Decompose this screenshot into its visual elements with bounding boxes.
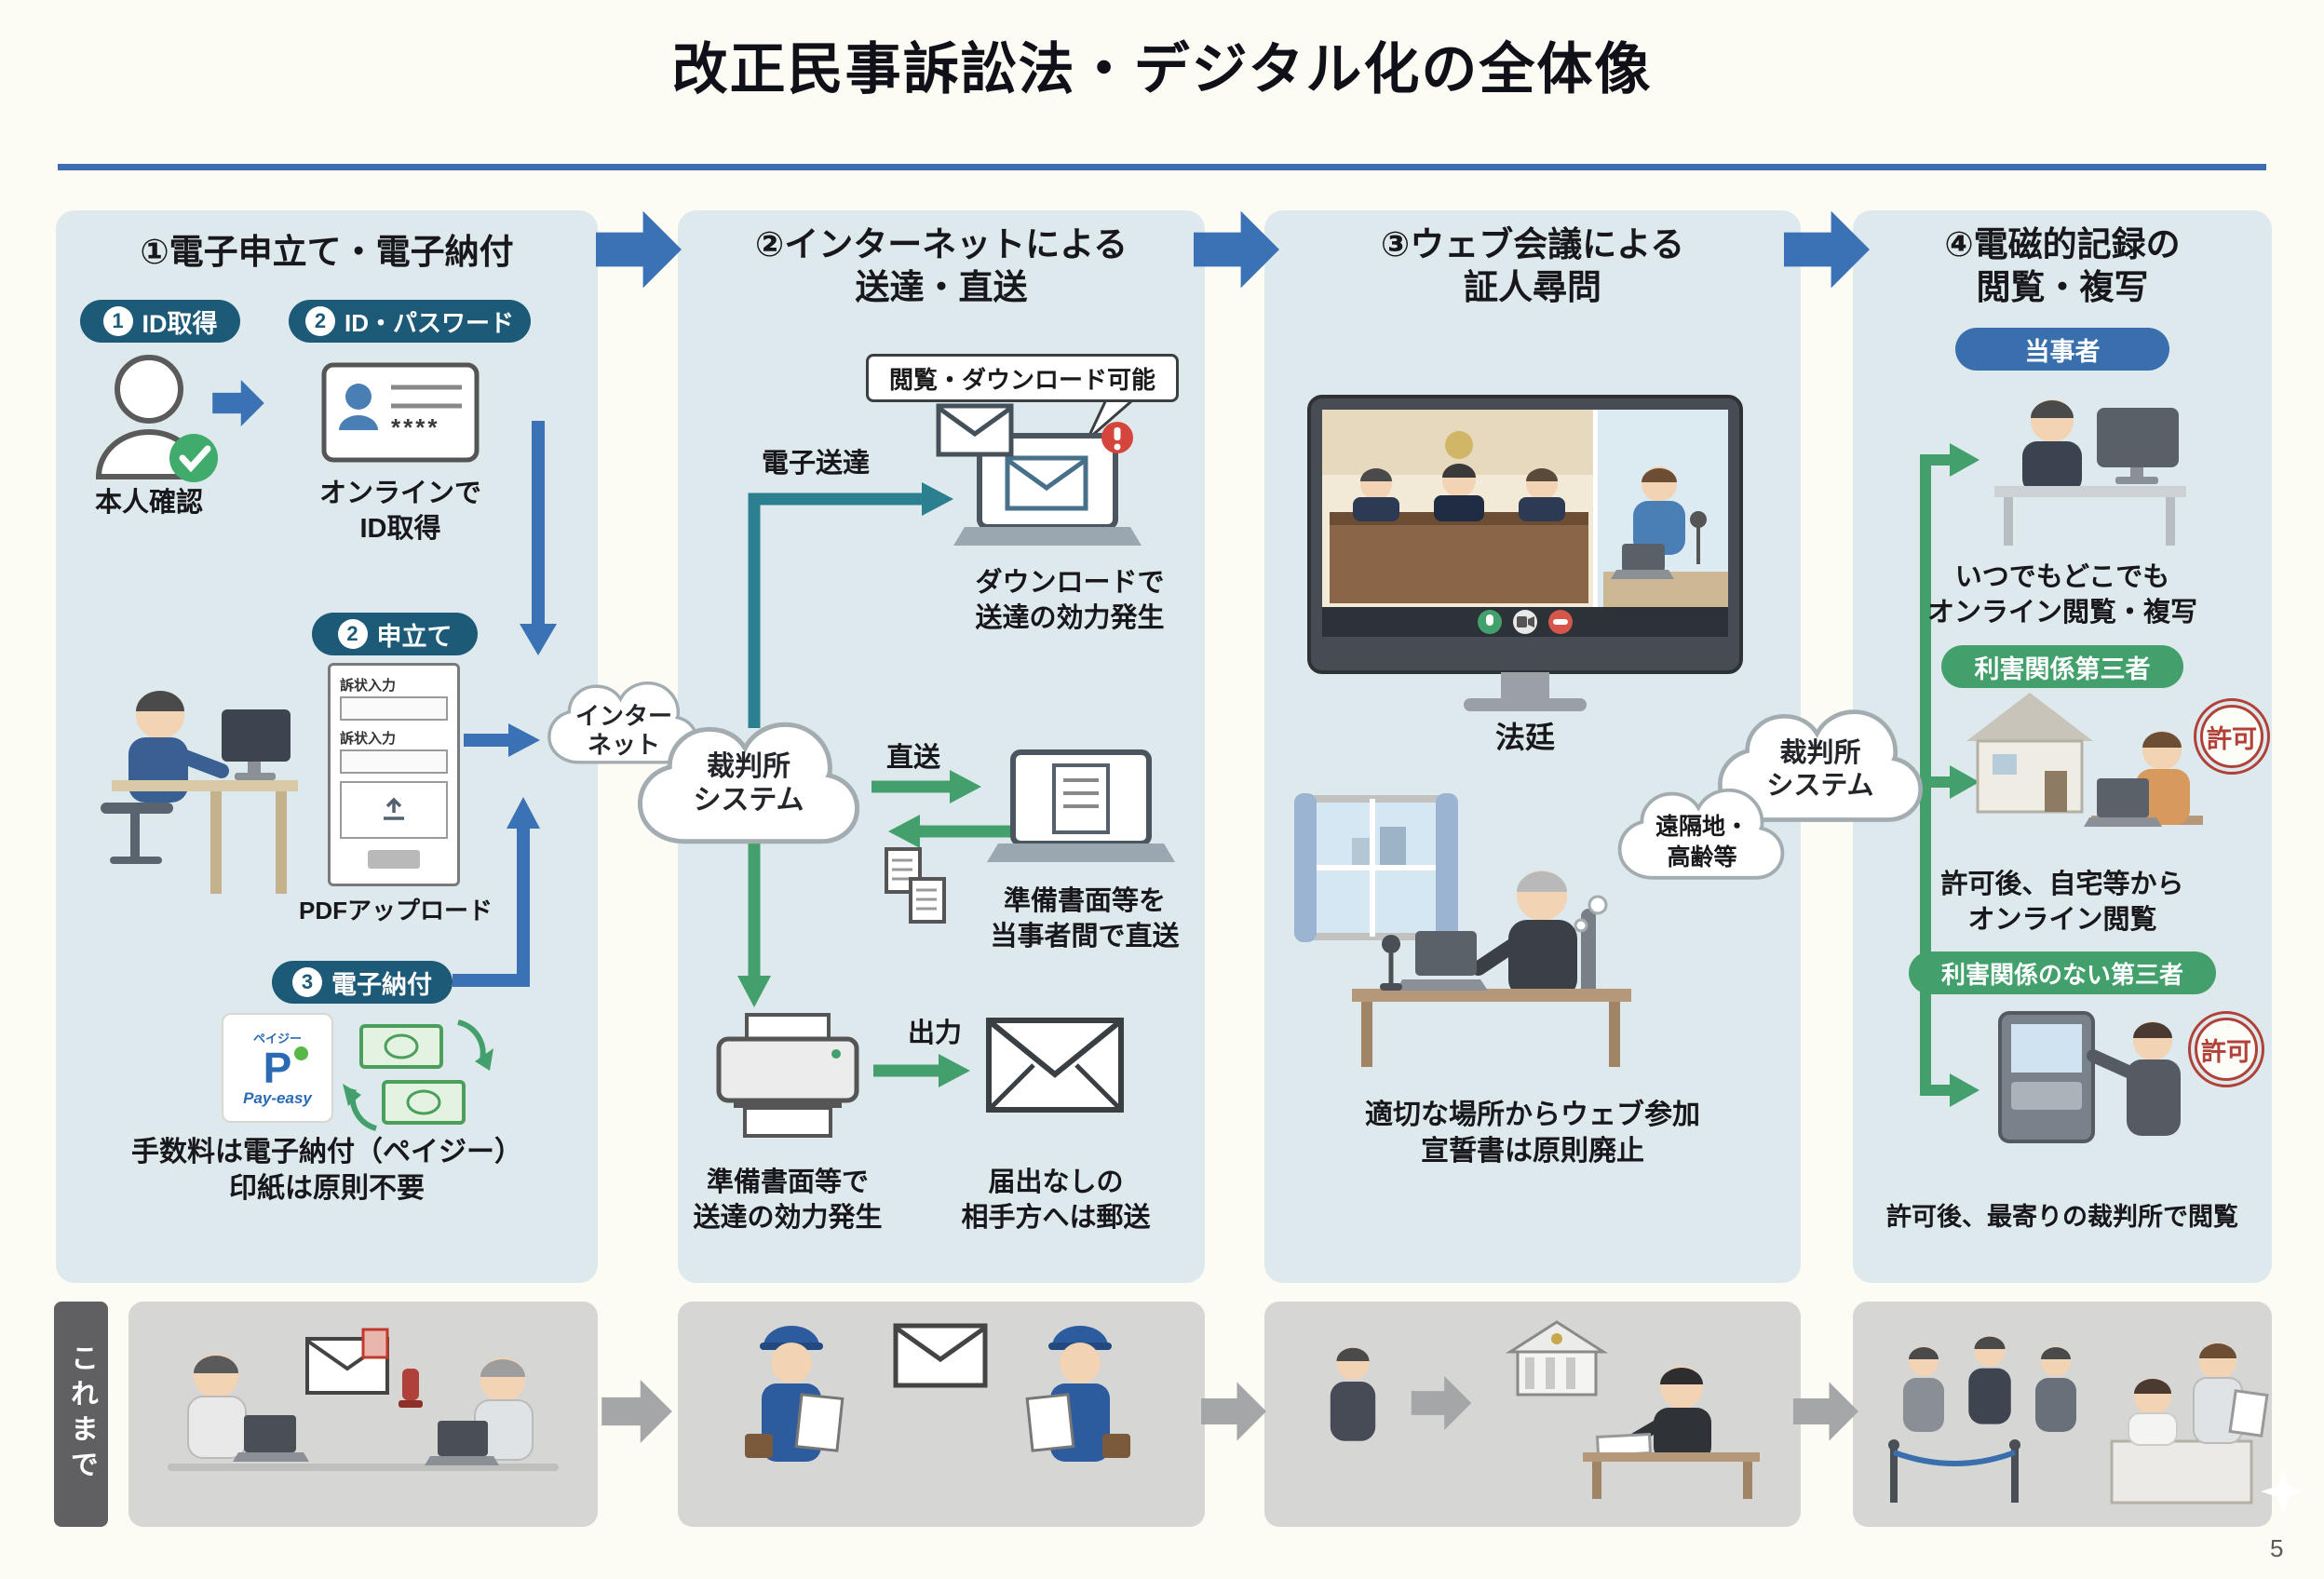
legacy-paper-filing-illustration (168, 1328, 559, 1471)
identity-check-illustration (95, 355, 218, 482)
panel2-title: ②インターネットによる 送達・直送 (754, 225, 1128, 307)
permission-stamp-1: 許可 (2194, 698, 2270, 775)
courtroom-monitor-illustration (1307, 395, 1743, 711)
e-service-label: 電子送達 (762, 449, 871, 479)
uninterested-caption: 許可後、最寄りの裁判所で閲覧 (1886, 1203, 2238, 1231)
kiosk-terminal-illustration (1998, 1011, 2181, 1143)
legacy-postal-illustration (745, 1323, 1130, 1462)
upload-icon (384, 797, 404, 820)
payeasy-dot-icon (294, 1046, 309, 1060)
home-viewing-illustration (1966, 693, 2203, 827)
badge-id-password-number: 2 (304, 306, 335, 336)
party-caption: いつでもどこでも オンライン閲覧・複写 (1926, 562, 2197, 628)
form-input-1 (340, 696, 448, 721)
panel4-title: ④電磁的記録の 閲覧・複写 (1944, 225, 2181, 307)
panel1-connector-arrows (453, 421, 545, 987)
badge-filing-number: 2 (337, 619, 368, 649)
badge-e-payment-number: 3 (292, 967, 322, 997)
laptop-document-icon (885, 749, 1175, 924)
page-title: 改正民事訴訟法・デジタル化の全体像 (671, 38, 1653, 101)
form-submit-button (368, 850, 420, 869)
badge-id-get: 1 ID取得 (80, 300, 240, 343)
badge-id-get-number: 1 (102, 306, 133, 336)
badge-e-payment-label: 電子納付 (331, 970, 432, 999)
laptop-email-icon (936, 403, 1142, 546)
permission-stamp-2-text: 許可 (2195, 1018, 2258, 1081)
badge-e-payment: 3 電子納付 (272, 961, 453, 1004)
badge-id-password-label: ID・パスワード (344, 308, 514, 337)
payeasy-name: Pay-easy (243, 1088, 312, 1107)
online-id-label: オンラインで ID取得 (318, 479, 481, 544)
party-at-desk-illustration (1994, 399, 2186, 546)
page-number: 5 (2270, 1534, 2284, 1562)
direct-send-caption: 準備書面等を 当事者間で直送 (990, 886, 1180, 951)
download-callout: 閲覧・ダウンロード可能 (866, 354, 1179, 402)
permission-stamp-2: 許可 (2188, 1011, 2264, 1087)
payeasy-logo: ペイジー P Pay-easy (222, 1013, 333, 1123)
money-bills-icon (343, 1019, 493, 1131)
download-effect-caption: ダウンロードで 送達の効力発生 (975, 568, 1165, 633)
panel1-arrowheads (212, 380, 557, 829)
applicant-at-desk-illustration (101, 691, 298, 894)
payeasy-letter: P (263, 1046, 309, 1089)
form-upload-box (340, 781, 448, 839)
panel2-teal-arrow (748, 482, 953, 728)
legacy-court-visit-illustration (1330, 1320, 1760, 1499)
output-label: 出力 (908, 1019, 963, 1048)
courtroom-label: 法廷 (1494, 721, 1555, 754)
print-effect-caption: 準備書面等で 送達の効力発生 (693, 1167, 883, 1233)
thought-bubble-text: 遠隔地・ 高齢等 (1655, 814, 1749, 870)
interested-caption: 許可後、自宅等から オンライン閲覧 (1940, 870, 2184, 935)
mail-caption: 届出なしの 相手方へは郵送 (961, 1167, 1151, 1233)
panel-3-web-conference (1264, 210, 1801, 1283)
form-field-label-1: 訴状入力 (340, 678, 397, 694)
filing-form-screenshot: 訴状入力 訴状入力 (328, 663, 460, 886)
panel1-title: ①電子申立て・電子納付 (140, 233, 514, 271)
badge-filing-label: 申立て (376, 622, 453, 651)
badge-uninterested-third-party: 利害関係のない第三者 (1909, 951, 2216, 994)
title-divider (58, 164, 2266, 170)
identity-label: 本人確認 (94, 488, 203, 518)
panel3-title: ③ウェブ会議による 証人尋問 (1380, 225, 1685, 307)
envelope-icon (986, 1018, 1124, 1113)
web-participation-caption: 適切な場所からウェブ参加 宣誓書は原則廃止 (1365, 1100, 1700, 1167)
badge-filing: 2 申立て (312, 613, 478, 655)
fee-note: 手数料は電子納付（ペイジー） 印紙は原則不要 (131, 1137, 522, 1204)
form-field-label-2: 訴状入力 (340, 731, 397, 747)
payeasy-kana: ペイジー (252, 1031, 302, 1046)
remote-witness-illustration (1294, 793, 1631, 1067)
badge-id-password: 2 ID・パスワード (289, 300, 531, 343)
legacy-label: これまで (66, 1343, 97, 1485)
printer-icon (716, 1013, 859, 1138)
thought-bubble (1574, 788, 1785, 933)
id-card-password-stars: **** (391, 413, 440, 441)
badge-id-get-label: ID取得 (142, 309, 218, 338)
permission-stamp-1-text: 許可 (2200, 705, 2263, 768)
legacy-counter-queue-illustration (1888, 1335, 2305, 1514)
form-input-2 (340, 749, 448, 774)
internet-cloud-label: インター ネット (574, 702, 672, 760)
court-system-left-label: 裁判所 システム (693, 751, 804, 816)
badge-interested-third-party: 利害関係第三者 (1941, 645, 2183, 688)
id-card-icon (321, 362, 480, 463)
legacy-label-box: これまで (54, 1302, 108, 1527)
badge-party: 当事者 (1955, 328, 2169, 371)
court-system-right-label: 裁判所 システム (1766, 738, 1874, 801)
pdf-upload-label: PDFアップロード (298, 897, 493, 924)
direct-send-label: 直送 (886, 743, 941, 773)
